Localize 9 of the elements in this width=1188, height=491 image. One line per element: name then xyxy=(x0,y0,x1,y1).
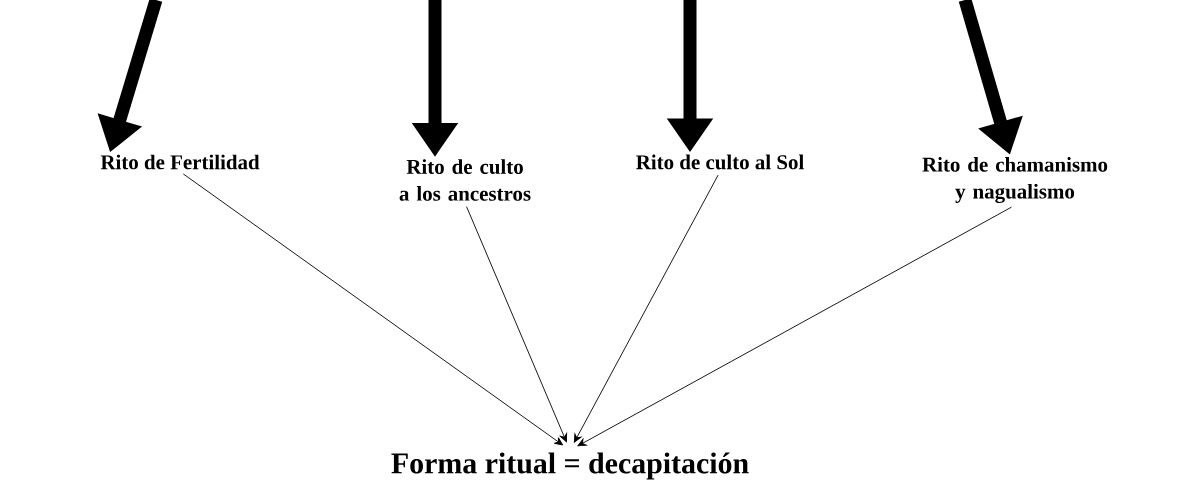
arrow xyxy=(182,173,564,446)
label-text: Rito de chamanismo y nagualismo xyxy=(922,157,1108,203)
label-text: Forma ritual = decapitación xyxy=(391,452,749,480)
arrow xyxy=(466,206,568,443)
label-text: Rito de culto al Sol xyxy=(636,154,804,170)
arrow xyxy=(573,174,719,443)
label-text: Rito de culto a los ancestros xyxy=(399,159,531,201)
arrow xyxy=(577,206,1012,447)
label-text: Rito de Fertilidad xyxy=(100,154,260,170)
